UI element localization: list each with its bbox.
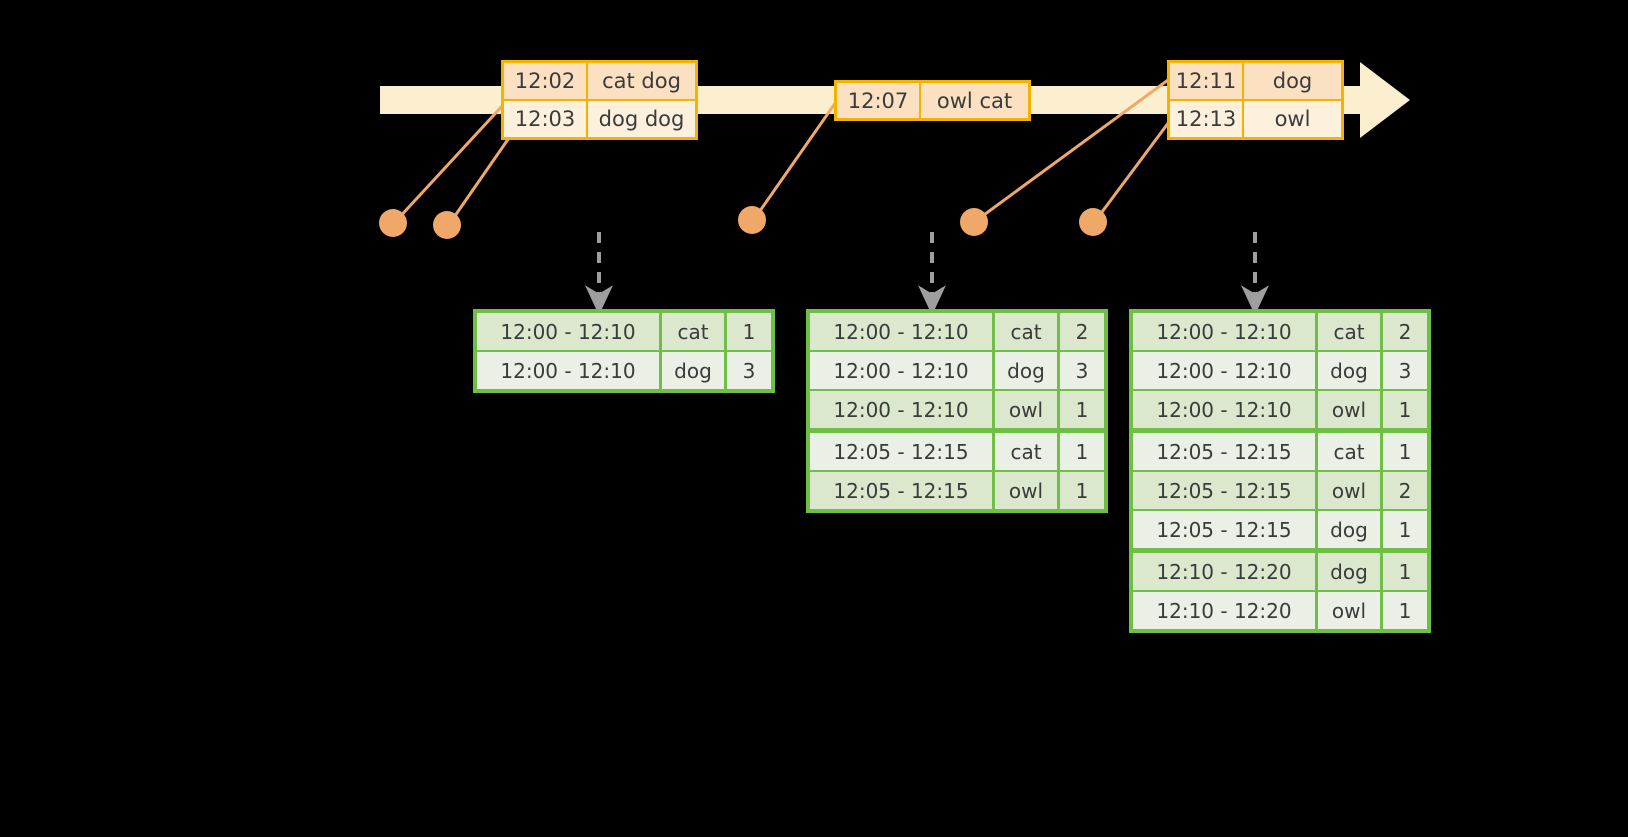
event-time: 12:11: [1170, 63, 1244, 99]
count-cell: 1: [1383, 553, 1427, 590]
word-cell: cat: [662, 313, 724, 350]
window-cell: 12:05 - 12:15: [1133, 433, 1315, 470]
window-cell: 12:00 - 12:10: [810, 352, 992, 389]
window-cell: 12:05 - 12:15: [810, 433, 992, 470]
event-dot: [1079, 208, 1107, 236]
word-cell: owl: [995, 391, 1057, 428]
event-words: cat dog: [602, 69, 681, 93]
word-cell: owl: [1318, 472, 1380, 509]
event-dot: [433, 211, 461, 239]
event-time: 12:02: [504, 63, 588, 99]
event-time: 12:07: [837, 83, 921, 118]
word-cell: cat: [995, 433, 1057, 470]
event-dot: [960, 208, 988, 236]
count-cell: 1: [1383, 592, 1427, 629]
event-time: 12:03: [504, 101, 588, 137]
count-cell: 2: [1383, 472, 1427, 509]
count-cell: 1: [727, 313, 771, 350]
event-group-2[interactable]: 12:07 owl cat: [834, 80, 1031, 121]
word-cell: owl: [1318, 391, 1380, 428]
window-cell: 12:00 - 12:10: [477, 313, 659, 350]
event-row[interactable]: 12:07 owl cat: [837, 83, 1028, 118]
event-words: dog dog: [598, 107, 685, 131]
count-cell: 3: [1383, 352, 1427, 389]
word-cell: dog: [662, 352, 724, 389]
window-cell: 12:00 - 12:10: [810, 391, 992, 428]
count-cell: 1: [1060, 391, 1104, 428]
window-cell: 12:10 - 12:20: [1133, 592, 1315, 629]
count-cell: 1: [1060, 433, 1104, 470]
word-cell: dog: [995, 352, 1057, 389]
window-cell: 12:05 - 12:15: [810, 472, 992, 509]
count-cell: 2: [1383, 313, 1427, 350]
event-dot: [379, 209, 407, 237]
event-row[interactable]: 12:13 owl: [1170, 99, 1341, 137]
count-cell: 3: [727, 352, 771, 389]
count-cell: 1: [1383, 391, 1427, 428]
window-cell: 12:05 - 12:15: [1133, 511, 1315, 548]
emit-arrows: [585, 232, 1269, 316]
word-cell: owl: [995, 472, 1057, 509]
event-row[interactable]: 12:03 dog dog: [504, 99, 695, 137]
window-cell: 12:00 - 12:10: [810, 313, 992, 350]
count-cell: 1: [1383, 511, 1427, 548]
window-cell: 12:10 - 12:20: [1133, 553, 1315, 590]
window-cell: 12:00 - 12:10: [477, 352, 659, 389]
window-cell: 12:00 - 12:10: [1133, 313, 1315, 350]
event-words: owl cat: [936, 88, 1013, 113]
window-cell: 12:00 - 12:10: [1133, 352, 1315, 389]
word-cell: dog: [1318, 511, 1380, 548]
event-words: dog: [1272, 69, 1313, 93]
word-cell: owl: [1318, 592, 1380, 629]
word-cell: cat: [1318, 313, 1380, 350]
count-cell: 3: [1060, 352, 1104, 389]
event-words: owl: [1274, 107, 1311, 131]
event-dot: [738, 206, 766, 234]
count-cell: 2: [1060, 313, 1104, 350]
window-cell: 12:00 - 12:10: [1133, 391, 1315, 428]
count-cell: 1: [1060, 472, 1104, 509]
word-cell: cat: [995, 313, 1057, 350]
word-cell: cat: [1318, 433, 1380, 470]
word-cell: dog: [1318, 352, 1380, 389]
event-time: 12:13: [1170, 101, 1244, 137]
event-row[interactable]: 12:11 dog: [1170, 63, 1341, 99]
event-group-3[interactable]: 12:11 dog 12:13 owl: [1167, 60, 1344, 140]
event-group-1[interactable]: 12:02 cat dog 12:03 dog dog: [501, 60, 698, 140]
window-cell: 12:05 - 12:15: [1133, 472, 1315, 509]
count-cell: 1: [1383, 433, 1427, 470]
word-cell: dog: [1318, 553, 1380, 590]
event-row[interactable]: 12:02 cat dog: [504, 63, 695, 99]
